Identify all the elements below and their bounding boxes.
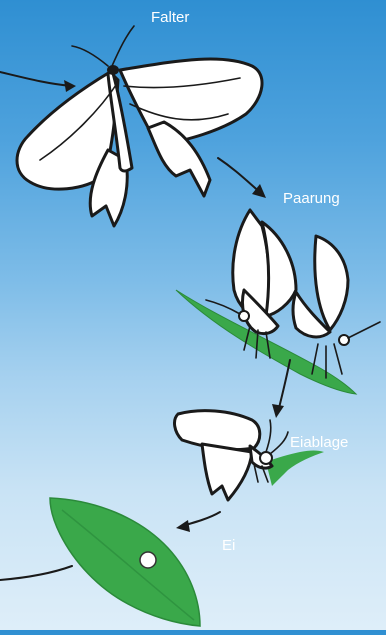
- leaf-with-egg-illustration: [50, 498, 200, 626]
- arrow-ei-outgoing: [0, 566, 72, 580]
- arrow-paarung-to-eiablage: [272, 360, 290, 418]
- egg-laying-butterfly-illustration: [175, 411, 324, 500]
- arrow-eiablage-to-ei: [176, 512, 220, 532]
- label-paarung: Paarung: [283, 190, 340, 208]
- egg: [140, 552, 156, 568]
- label-eiablage: Eiablage: [290, 434, 348, 452]
- mating-butterflies-illustration: [176, 210, 380, 394]
- arrow-to-falter: [0, 72, 76, 92]
- label-falter: Falter: [151, 9, 189, 27]
- adult-butterfly-illustration: [17, 26, 262, 226]
- label-ei: Ei: [222, 537, 235, 555]
- arrow-falter-to-paarung: [218, 158, 266, 198]
